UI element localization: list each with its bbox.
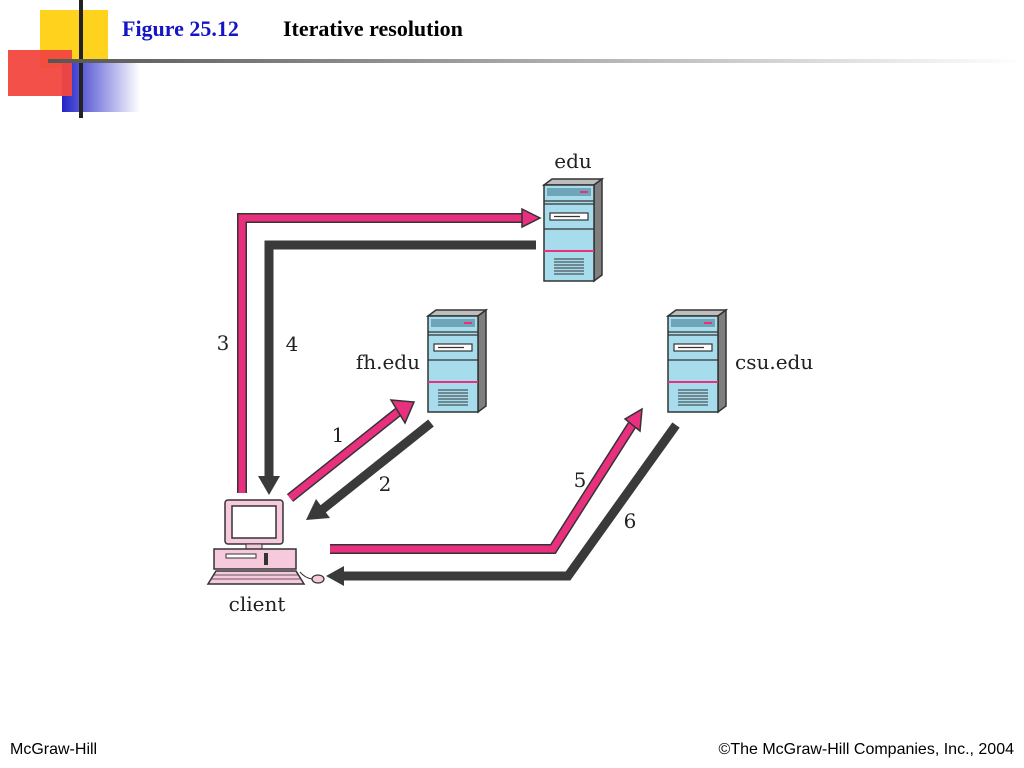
arrow-step-5 (330, 422, 637, 554)
node-label-client: client (229, 592, 286, 616)
step-label-1: 1 (332, 423, 345, 447)
server-csu-edu-icon (667, 309, 727, 413)
step-label-3: 3 (217, 331, 230, 355)
node-label-fh-edu: fh.edu (356, 350, 420, 374)
step-label-5: 5 (574, 468, 587, 492)
step-label-2: 2 (379, 472, 392, 496)
node-label-csu-edu: csu.edu (735, 350, 813, 374)
node-label-edu: edu (554, 149, 592, 173)
page-title: Iterative resolution (283, 16, 463, 41)
slide-header-decoration (8, 0, 1024, 118)
figure-label: Figure 25.12 (122, 16, 239, 41)
footer-copyright: ©The McGraw-Hill Companies, Inc., 2004 (718, 741, 1014, 758)
step-label-6: 6 (624, 509, 637, 533)
arrow-step-4 (264, 240, 536, 476)
horizontal-rule (48, 59, 1024, 63)
footer-publisher: McGraw-Hill (10, 741, 98, 758)
arrow-step-2 (320, 419, 434, 513)
arrow-step-6 (344, 422, 680, 581)
server-fh-edu-icon (427, 309, 487, 413)
red-square (8, 50, 72, 96)
step-label-4: 4 (286, 332, 299, 356)
blue-fade-square (62, 62, 140, 112)
server-edu-icon (543, 178, 603, 282)
client-computer-icon (206, 499, 325, 585)
